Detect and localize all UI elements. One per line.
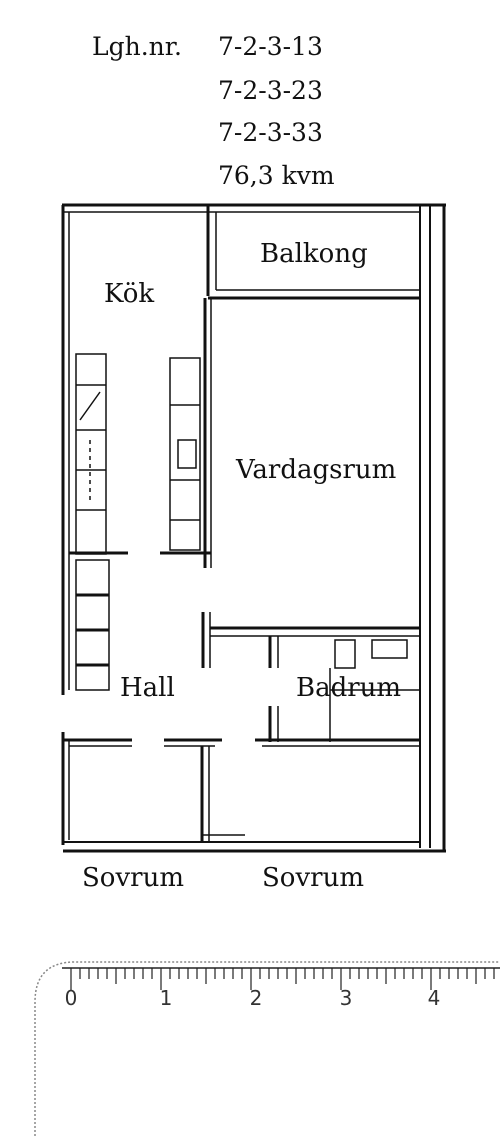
- scale-label-0: 0: [65, 986, 78, 1010]
- scale-label-1: 1: [160, 986, 173, 1010]
- apartment-header: Lgh.nr. 7-2-3-13 7-2-3-23 7-2-3-33 76,3 …: [92, 32, 335, 190]
- kitchen-counters: [75, 353, 201, 555]
- scale-ruler: 0 1 2 3 4: [34, 961, 500, 1136]
- room-label-hall: Hall: [120, 673, 175, 703]
- ruler-ticks: [70, 968, 495, 990]
- apartment-label: Lgh.nr.: [92, 32, 182, 61]
- apartment-number-3: 7-2-3-33: [218, 118, 323, 147]
- hall-wardrobes: [75, 559, 110, 691]
- scale-label-4: 4: [428, 986, 441, 1010]
- balcony-walls: [206, 205, 420, 300]
- room-labels: Balkong Kök Vardagsrum Hall Badrum Sovru…: [82, 239, 401, 893]
- room-label-sovrum-right: Sovrum: [262, 863, 364, 893]
- room-label-badrum: Badrum: [296, 673, 401, 703]
- bathroom-walls: [201, 612, 420, 742]
- scale-tick-labels: 0 1 2 3 4: [65, 986, 441, 1010]
- room-label-balkong: Balkong: [260, 239, 368, 269]
- kitchen-living-wall: [203, 298, 212, 568]
- outer-walls: [61, 203, 446, 853]
- bedroom-walls: [63, 738, 420, 842]
- scale-label-2: 2: [250, 986, 263, 1010]
- room-label-sovrum-left: Sovrum: [82, 863, 184, 893]
- apartment-number-1: 7-2-3-13: [218, 32, 323, 61]
- apartment-area: 76,3 kvm: [218, 161, 335, 190]
- room-label-kok: Kök: [104, 279, 154, 309]
- apartment-number-2: 7-2-3-23: [218, 76, 323, 105]
- room-label-vardagsrum: Vardagsrum: [235, 455, 396, 485]
- scale-label-3: 3: [340, 986, 353, 1010]
